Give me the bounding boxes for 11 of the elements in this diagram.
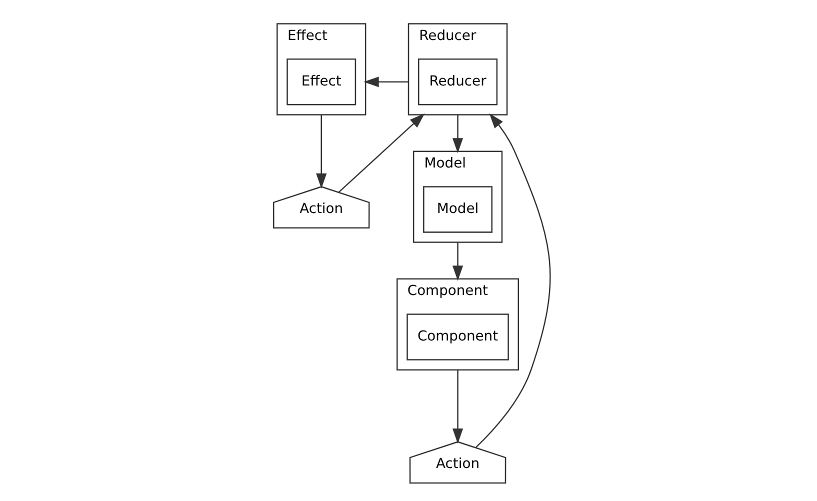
arrow [452,242,463,281]
arrow [363,76,408,88]
node-box: Effect [286,58,356,106]
node-box: Model [422,186,492,233]
arrow [474,113,550,448]
arrow [316,114,326,189]
node-box: Component [406,314,508,360]
arrow [452,114,463,154]
node-box: Reducer [417,58,498,106]
arrow [452,370,463,444]
arrow [338,113,424,193]
